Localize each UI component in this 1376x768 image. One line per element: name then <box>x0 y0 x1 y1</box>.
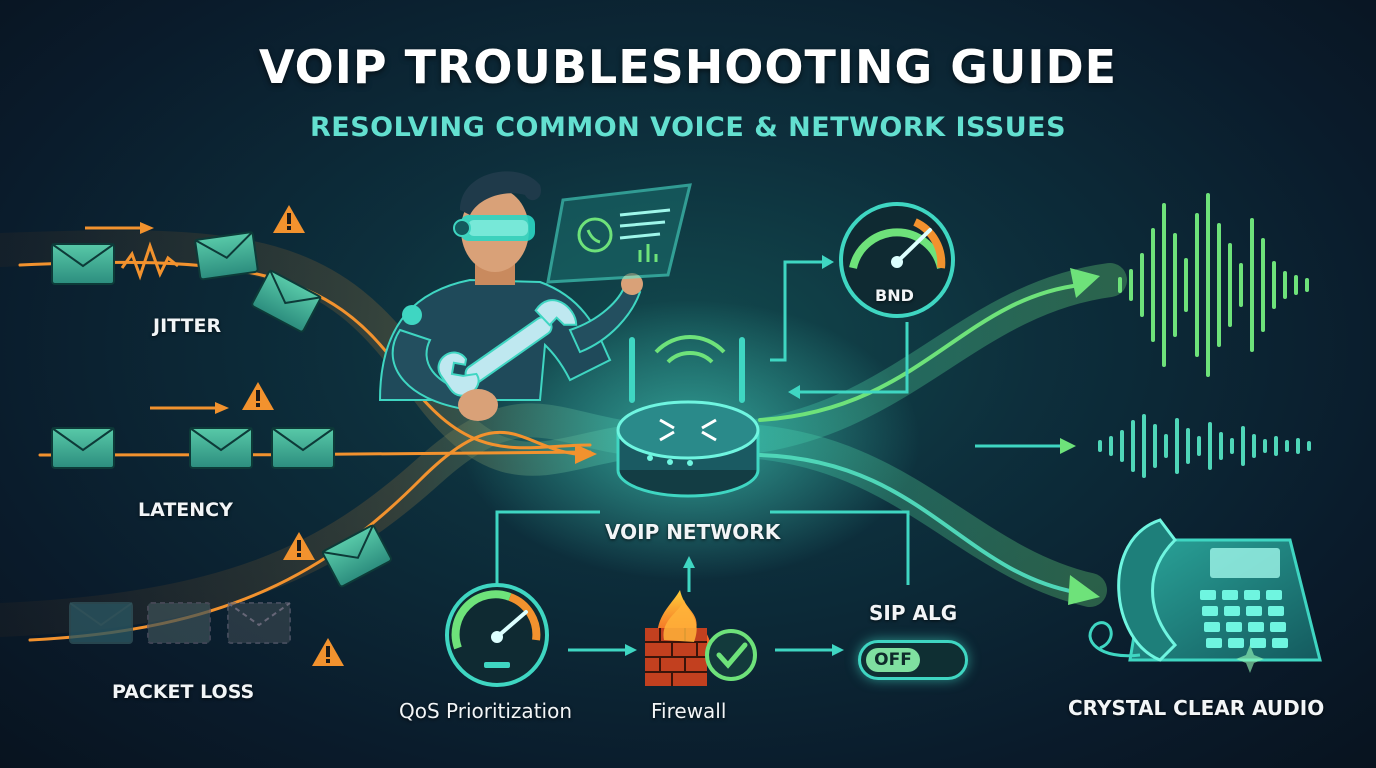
phone-key <box>1206 638 1222 648</box>
outgoing-traffic-bands <box>703 263 1127 607</box>
envelope-icons-packet-loss <box>69 524 392 644</box>
phone-key <box>1244 590 1260 600</box>
issue-label-packet-loss: PACKET LOSS <box>112 681 255 703</box>
solution-label-qos: QoS Prioritization <box>399 699 572 723</box>
soundwave-icon-large <box>1118 193 1309 377</box>
envelope-icons-jitter <box>51 231 322 333</box>
phone-key <box>1200 590 1216 600</box>
bandwidth-loop-lines <box>770 260 909 394</box>
phone-key <box>1228 638 1244 648</box>
phone-key <box>1270 622 1286 632</box>
gauge-icon-qos <box>445 583 549 687</box>
warning-icons <box>242 205 344 666</box>
result-label: CRYSTAL CLEAR AUDIO <box>1068 696 1325 720</box>
solution-label-firewall: Firewall <box>651 699 727 723</box>
page-subtitle: RESOLVING COMMON VOICE & NETWORK ISSUES <box>309 112 1067 143</box>
phone-key <box>1248 622 1264 632</box>
phone-key <box>1246 606 1262 616</box>
phone-key <box>1202 606 1218 616</box>
envelope-icons-latency <box>51 427 335 469</box>
arrow-icons-left <box>140 222 597 464</box>
phone-key <box>1226 622 1242 632</box>
phone-key <box>1268 606 1284 616</box>
check-icon <box>705 629 757 681</box>
wrench-icon <box>437 299 578 397</box>
hologram-panel <box>546 183 692 284</box>
sparkle-icon <box>1236 645 1264 673</box>
router-icon <box>616 335 760 498</box>
soundwave-icon-small <box>1098 414 1311 478</box>
sip-alg-state: OFF <box>866 648 920 672</box>
arrow-lines-left <box>85 226 215 410</box>
phone-key <box>1266 590 1282 600</box>
issue-label-latency: LATENCY <box>138 499 233 521</box>
sip-alg-toggle[interactable]: OFF <box>858 640 968 680</box>
phone-icon <box>1088 518 1322 662</box>
phone-key <box>1250 638 1266 648</box>
router-label: VOIP NETWORK <box>605 520 781 544</box>
technician-hand <box>458 389 498 421</box>
solution-label-sip-alg: SIP ALG <box>869 601 958 625</box>
firewall-icon <box>645 590 712 686</box>
phone-key <box>1224 606 1240 616</box>
solution-flow-lines <box>495 510 910 652</box>
gauge-icon-bandwidth <box>839 202 955 318</box>
page-title: VOIP TROUBLESHOOTING GUIDE <box>258 40 1118 94</box>
phone-key <box>1272 638 1288 648</box>
arrow-icons-right <box>1060 268 1100 605</box>
bandwidth-gauge-label: BND <box>875 286 914 305</box>
phone-key <box>1222 590 1238 600</box>
phone-key <box>1204 622 1220 632</box>
issue-label-jitter: JITTER <box>153 315 222 337</box>
jitter-wave-icon <box>120 241 179 281</box>
